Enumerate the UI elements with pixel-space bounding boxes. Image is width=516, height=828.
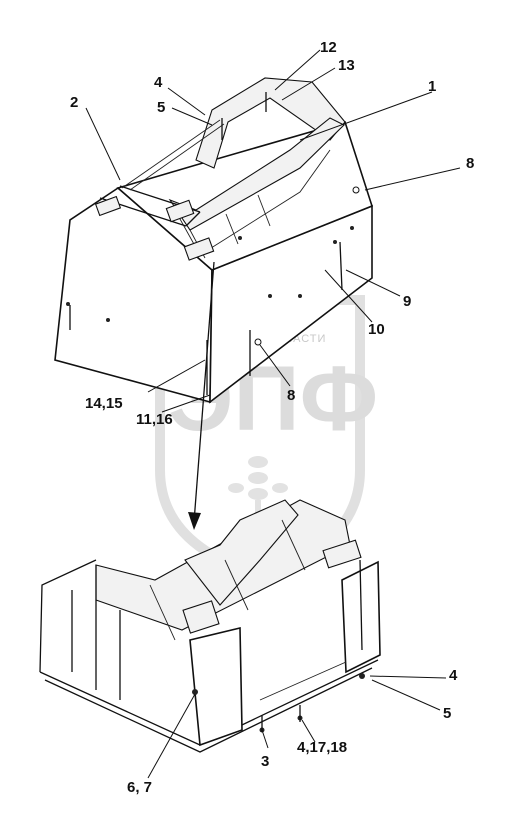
callout-12: 12: [320, 39, 337, 56]
callout-5-bottom: 5: [443, 705, 451, 722]
callout-14-15: 14,15: [85, 395, 123, 412]
callout-1: 1: [428, 78, 436, 95]
callout-11-16: 11,16: [136, 411, 173, 428]
upper-cover-assembly: [54, 77, 373, 404]
callout-9: 9: [403, 293, 411, 310]
lower-frame-assembly: [39, 499, 381, 753]
callout-10: 10: [368, 321, 385, 338]
wheat-icon: [228, 456, 288, 530]
callout-8-mid: 8: [287, 387, 295, 404]
callout-4-top: 4: [154, 74, 163, 91]
callout-6-7: 6, 7: [127, 779, 152, 796]
arrow-head-icon: [188, 512, 201, 530]
callout-2: 2: [70, 94, 78, 111]
callout-4-17-18: 4,17,18: [297, 739, 347, 756]
callout-4-bottom: 4: [449, 667, 458, 684]
callout-labels: 1 2 4 5 12 13 8 9 10 8 14,15 11,16 4 5 4…: [70, 39, 474, 796]
assembly-arrow: [193, 261, 215, 523]
leader-lines: [85, 49, 461, 779]
callout-13: 13: [338, 57, 355, 74]
callout-3: 3: [261, 753, 269, 770]
callout-5-top: 5: [157, 99, 165, 116]
callout-8-right: 8: [466, 155, 474, 172]
